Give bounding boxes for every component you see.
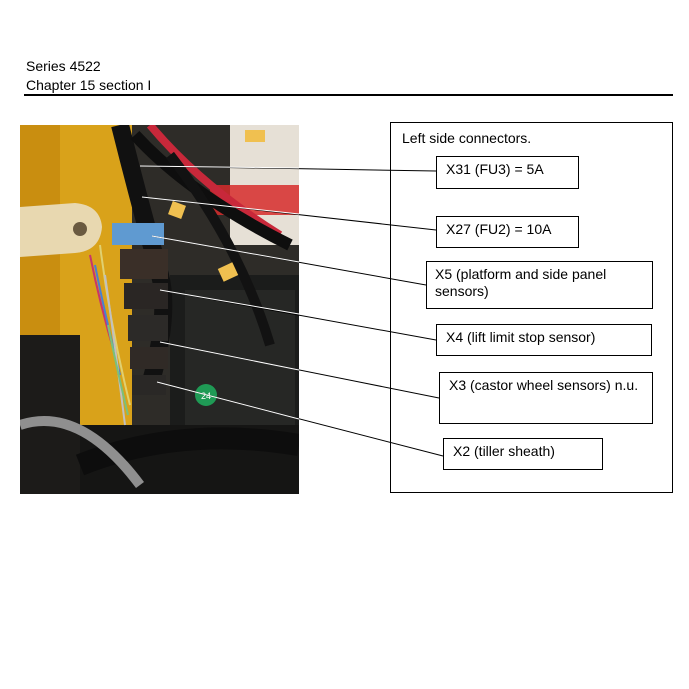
panel-title: Left side connectors.	[402, 130, 532, 146]
label-x5: X5 (platform and side panel sensors)	[426, 261, 653, 309]
label-x2: X2 (tiller sheath)	[443, 438, 603, 470]
label-x3: X3 (castor wheel sensors) n.u.	[439, 372, 653, 424]
header-rule	[24, 94, 673, 96]
label-x4: X4 (lift limit stop sensor)	[436, 324, 652, 356]
photo-badge: 24	[201, 391, 211, 401]
chapter-title: Chapter 15 section I	[26, 77, 152, 93]
label-x31: X31 (FU3) = 5A	[436, 156, 579, 189]
wiring-harness-photo: 24	[20, 125, 299, 494]
series-title: Series 4522	[26, 58, 101, 74]
label-x27: X27 (FU2) = 10A	[436, 216, 579, 248]
